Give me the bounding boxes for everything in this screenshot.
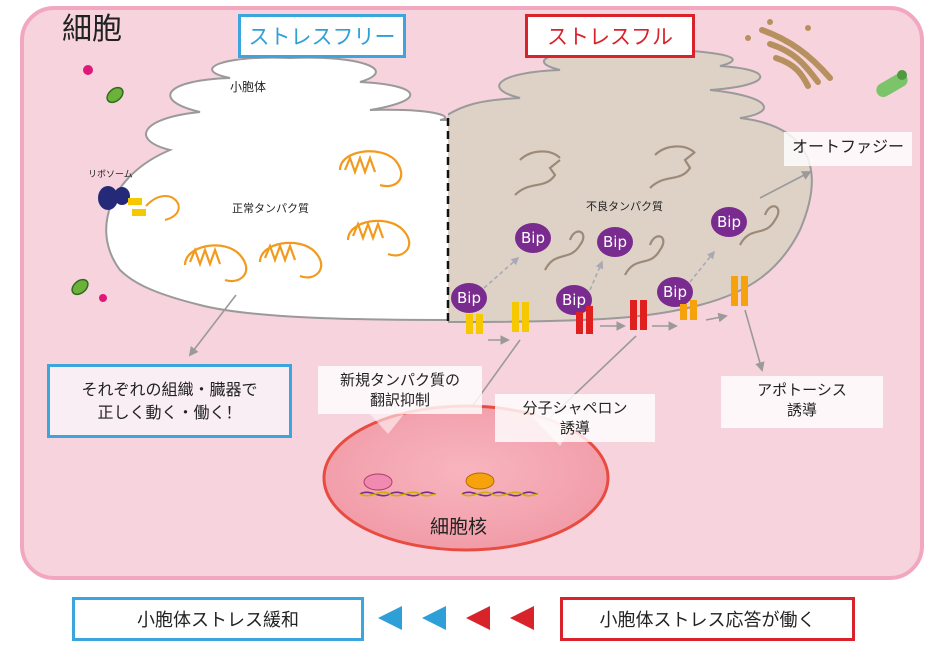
misfolded-protein-label: 不良タンパク質 [586, 200, 663, 213]
golgi-icon [745, 19, 833, 89]
nucleus-label: 細胞核 [430, 516, 488, 538]
apoptosis-induction-label: アポトーシス 誘導 [721, 376, 883, 428]
ribosome-icon [98, 186, 180, 221]
ribosome-label: リボソーム [88, 170, 133, 180]
translation-suppression-label: 新規タンパク質の 翻訳抑制 [318, 366, 482, 414]
stress-full-label: ストレスフル [525, 14, 695, 58]
normal-protein-label: 正常タンパク質 [232, 202, 309, 215]
mitochondria-icon [71, 86, 124, 296]
cell-title: 細胞 [62, 12, 122, 47]
chaperone-induction-label: 分子シャペロン 誘導 [495, 394, 655, 442]
normal-function-line1: それぞれの組織・臓器で [81, 379, 258, 399]
normal-function-line2: 正しく動く・働く！ [97, 403, 242, 422]
misfolded-protein-icon [514, 145, 780, 276]
bip-label: Bip [562, 291, 586, 309]
stress-relief-box: 小胞体ストレス緩和 [72, 597, 364, 641]
bip-label: Bip [663, 283, 687, 301]
direction-arrow-icon [378, 606, 534, 630]
normal-protein-icon [183, 150, 411, 283]
bip-label: Bip [603, 233, 627, 251]
dna-icon [359, 491, 539, 497]
bacteria-icon [876, 70, 908, 97]
bip-label: Bip [717, 213, 741, 231]
normal-function-box: それぞれの組織・臓器で 正しく動く・働く！ [47, 364, 292, 438]
bip-label: Bip [521, 229, 545, 247]
stress-free-label: ストレスフリー [238, 14, 406, 58]
stress-sensor-icon [466, 276, 748, 334]
endoplasmic-reticulum [105, 48, 813, 324]
bip-label: Bip [457, 289, 481, 307]
bip-chaperone-icon [451, 207, 747, 315]
er-label: 小胞体 [230, 80, 267, 94]
stress-response-box: 小胞体ストレス応答が働く [560, 597, 855, 641]
autophagy-label: オートファジー [784, 132, 912, 166]
